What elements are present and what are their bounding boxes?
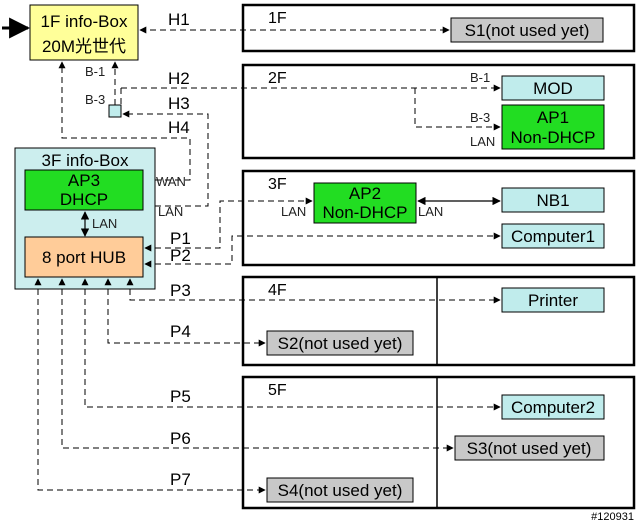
nb1-box	[501, 187, 605, 213]
link-p7	[34, 278, 266, 494]
hub-box	[24, 236, 144, 278]
ap2-box	[313, 182, 417, 224]
port-b1-left: B-1	[85, 64, 105, 79]
ap1-box	[501, 104, 605, 150]
port-lan-ap3: LAN	[158, 204, 183, 219]
computer1-box	[501, 223, 605, 249]
watermark: #120931	[591, 511, 634, 523]
s1-label: S1(not used yet)	[465, 21, 590, 40]
infobox-1f-line1: 1F info-Box	[41, 12, 128, 31]
s3-box	[454, 435, 605, 461]
link-p2-label: P2	[170, 246, 191, 265]
hub-label: 8 port HUB	[42, 248, 126, 267]
mod-label: MOD	[533, 79, 573, 98]
s4-box	[266, 477, 414, 503]
infobox-1f-line2: 20M光世代	[42, 37, 126, 56]
port-b3-left: B-3	[85, 92, 105, 107]
floor-label-1f: 1F	[268, 10, 287, 27]
computer2-box	[501, 394, 605, 420]
ap1-line1: AP1	[537, 108, 569, 127]
link-h1-label: H1	[168, 10, 190, 29]
port-lan-mid: LAN	[92, 216, 117, 231]
s3-label: S3(not used yet)	[467, 439, 592, 458]
link-p2	[144, 232, 501, 268]
mod-box	[501, 75, 605, 101]
computer1-label: Computer1	[511, 227, 595, 246]
s4-label: S4(not used yet)	[278, 481, 403, 500]
port-b3-2f: B-3	[470, 110, 490, 125]
link-h3-label: H3	[168, 94, 190, 113]
link-p4-label: P4	[170, 322, 191, 341]
ap2-line1: AP2	[349, 184, 381, 203]
floor-label-4f: 4F	[268, 282, 287, 299]
ap3-line1: AP3	[68, 171, 100, 190]
link-p6-label: P6	[170, 429, 191, 448]
floor-label-5f: 5F	[268, 382, 287, 399]
link-p5-label: P5	[170, 387, 191, 406]
port-lan-ap2-left: LAN	[281, 204, 306, 219]
port-wan: WAN	[156, 174, 186, 189]
s1-box	[450, 17, 604, 43]
printer-box	[501, 287, 605, 313]
link-mod-ap1	[414, 88, 501, 131]
floor-label-3f: 3F	[268, 176, 287, 193]
port-lan-ap2-right: LAN	[418, 204, 443, 219]
port-lan-ap1: LAN	[470, 134, 495, 149]
port-b1-2f: B-1	[470, 70, 490, 85]
s2-label: S2(not used yet)	[278, 334, 403, 353]
printer-label: Printer	[528, 291, 578, 310]
infobox-3f-label: 3F info-Box	[42, 151, 129, 170]
link-h4-label: H4	[168, 118, 190, 137]
ap3-box	[24, 169, 144, 211]
link-h4	[58, 61, 191, 184]
computer2-label: Computer2	[511, 398, 595, 417]
ap2-line2: Non-DHCP	[322, 203, 407, 222]
link-p6	[58, 278, 454, 452]
infobox-1f	[29, 4, 139, 61]
floor-label-2f: 2F	[268, 70, 287, 87]
ap3-line2: DHCP	[60, 190, 108, 209]
ap1-line2: Non-DHCP	[510, 128, 595, 147]
link-p3-label: P3	[170, 281, 191, 300]
link-p7-label: P7	[170, 470, 191, 489]
nb1-label: NB1	[536, 191, 569, 210]
floor-frame-2f	[241, 63, 636, 160]
splitter-box	[108, 104, 122, 118]
link-h2-label: H2	[168, 69, 190, 88]
